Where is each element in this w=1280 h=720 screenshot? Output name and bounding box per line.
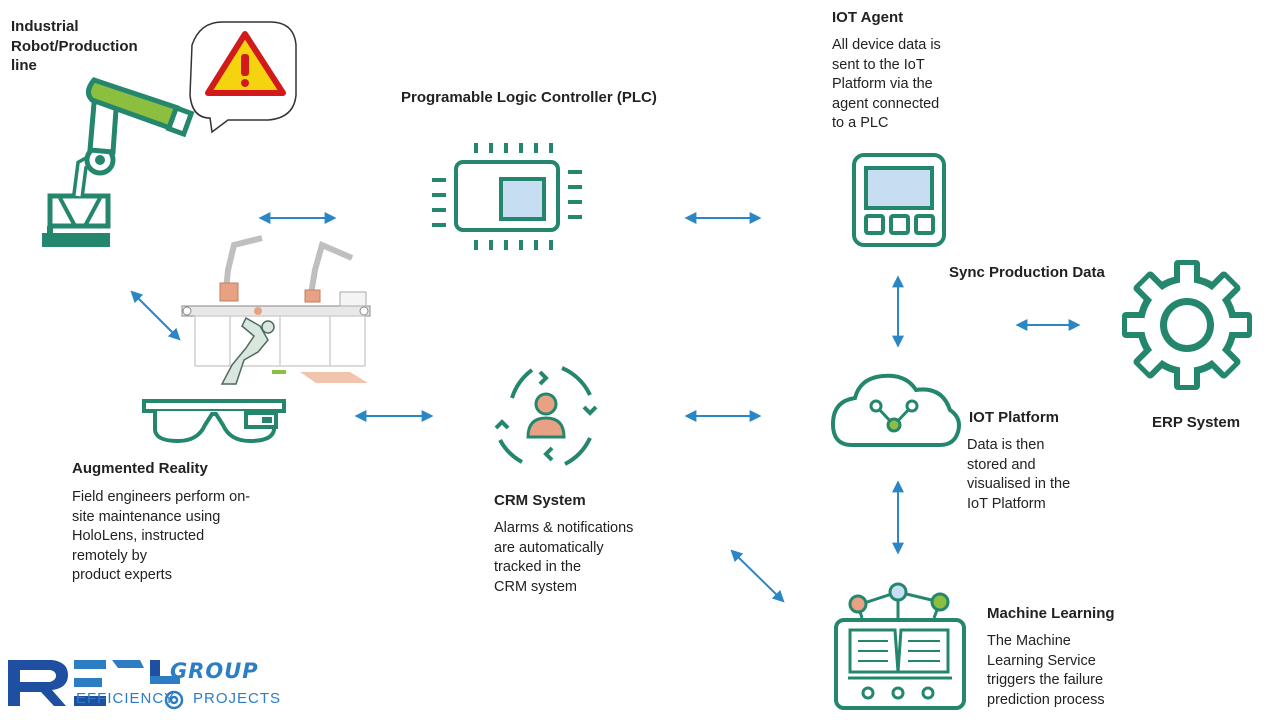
crm-cycle-icon xyxy=(494,366,598,466)
warning-bubble-icon xyxy=(189,21,297,134)
robot-title: Industrial Robot/Production line xyxy=(11,18,138,74)
erp-title: ERP System xyxy=(1152,414,1241,431)
ml-title: Machine Learning xyxy=(987,605,1115,622)
iot-agent-title: IOT Agent xyxy=(832,9,904,26)
arrow-crm-ml xyxy=(730,549,785,603)
crm-title: CRM System xyxy=(494,492,586,509)
iot-platform-cloud-icon xyxy=(830,373,961,447)
erp-gear-icon xyxy=(1122,260,1252,390)
plc-chip-icon xyxy=(432,143,582,250)
ml-description: The Machine Learning Service triggers th… xyxy=(987,633,1105,708)
crm-description: Alarms & notifications are automatically… xyxy=(494,520,634,595)
iot-agent-description: All device data is sent to the IoT Platf… xyxy=(832,37,941,131)
iot-platform-description: Data is then stored and visualised in th… xyxy=(967,437,1071,512)
ar-description: Field engineers perform on- site mainten… xyxy=(72,489,251,583)
logo-group-text: GROUP xyxy=(170,659,259,683)
arrow-robot-ar xyxy=(130,290,181,341)
machine-learning-book-icon xyxy=(834,582,966,710)
ar-title: Augmented Reality xyxy=(72,460,208,477)
iot-platform-title: IOT Platform xyxy=(969,409,1060,426)
sync-production-label: Sync Production Data xyxy=(949,264,1105,281)
real-group-logo: GROUP EFFICIENCY PROJECTS xyxy=(10,650,290,715)
robot-arm-icon xyxy=(42,77,195,247)
hololens-glasses-icon xyxy=(142,399,286,444)
logo-efficiency-text: EFFICIENCY xyxy=(76,690,176,707)
factory-illustration xyxy=(181,235,371,385)
iot-agent-device-icon xyxy=(852,153,946,247)
logo-projects-text: PROJECTS xyxy=(193,690,282,707)
real-group-logo-mark xyxy=(8,660,184,710)
plc-title: Programable Logic Controller (PLC) xyxy=(401,89,657,106)
